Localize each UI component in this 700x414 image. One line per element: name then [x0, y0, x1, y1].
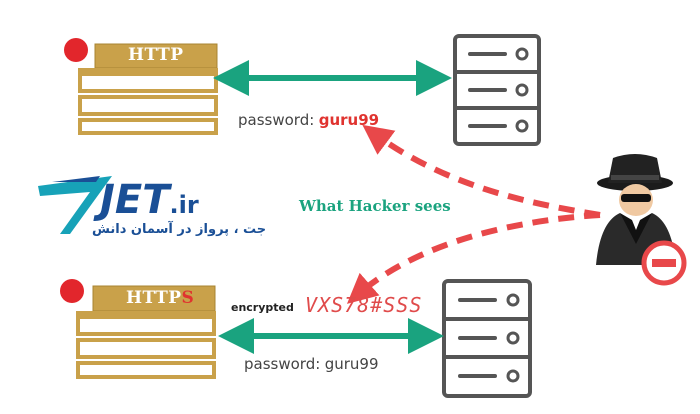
https-title-suffix: S — [181, 288, 195, 308]
top-password-line: password: guru99 — [238, 111, 379, 130]
record-dot-icon — [60, 279, 84, 303]
http-box — [78, 43, 218, 135]
password-label: password: — [244, 355, 321, 373]
server-icon — [453, 34, 541, 146]
http-box-title: HTTP — [128, 45, 184, 65]
encrypted-label: encrypted — [231, 301, 294, 314]
hacker-arrow-bottom — [346, 212, 601, 304]
https-box — [76, 285, 216, 379]
jet-logo-icon — [38, 176, 112, 234]
logo-suffix: .ir — [169, 191, 199, 219]
logo-tagline: جت ، پرواز در آسمان دانش — [92, 222, 267, 237]
hacker-caption: What Hacker sees — [299, 197, 451, 215]
hacker-arrow-top — [362, 124, 601, 218]
password-value-encrypted: guru99 — [324, 355, 379, 373]
cipher-text: VXS78#SSS — [305, 293, 423, 317]
record-dot-icon — [64, 38, 88, 62]
https-box-title: HTTPS — [126, 288, 194, 308]
hacker-icon — [596, 154, 676, 265]
no-entry-icon — [641, 240, 687, 286]
password-value-plain: guru99 — [318, 111, 380, 129]
logo-brand: JET — [100, 177, 170, 223]
password-label: password: — [238, 111, 315, 129]
server-icon — [442, 279, 532, 398]
logo-wordmark: JET.ir — [100, 177, 199, 223]
https-title-main: HTTP — [126, 288, 182, 308]
bottom-password-line: password: guru99 — [244, 355, 379, 374]
